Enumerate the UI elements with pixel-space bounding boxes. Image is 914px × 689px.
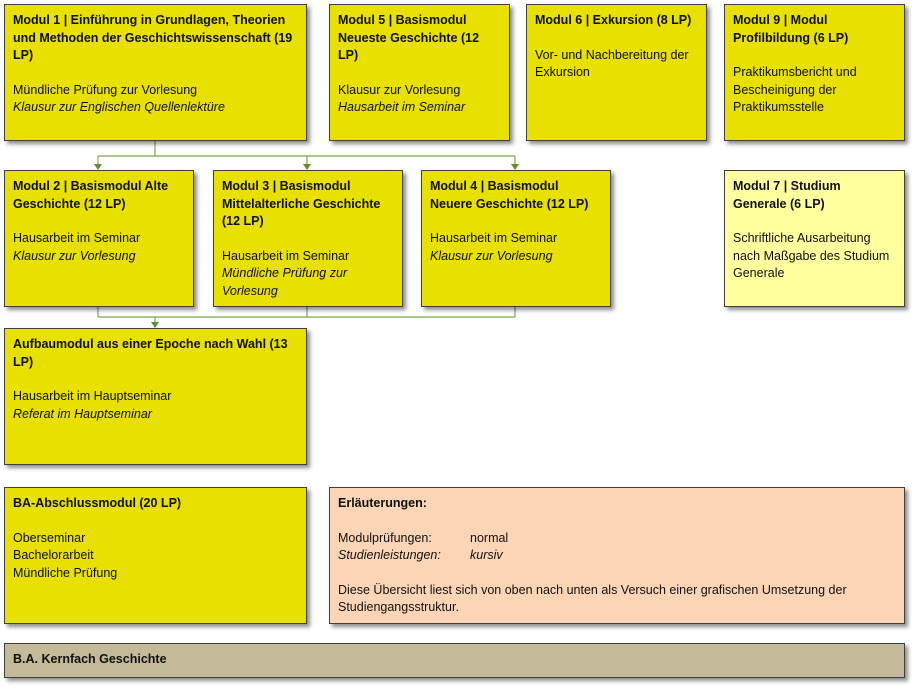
legend-key-modulpruefungen: Modulprüfungen: [338,530,432,545]
module-4-exam: Hausarbeit im Seminar [430,231,558,245]
module-3-exam: Hausarbeit im Seminar [222,248,350,263]
module-5-title: Modul 5 | Basismodul Neueste Geschichte … [338,13,480,62]
module-5-box: Modul 5 | Basismodul Neueste Geschichte … [329,4,510,141]
ba-abschlussmodul-box: BA-Abschlussmodul (20 LP) Oberseminar Ba… [4,487,307,624]
module-6-box: Modul 6 | Exkursion (8 LP) Vor- und Nach… [526,4,707,141]
module-1-title: Modul 1 | Einführung in Grundlagen, Theo… [13,13,293,62]
aufbaumodul-title: Aufbaumodul aus einer Epoche nach Wahl (… [13,337,288,369]
arrowhead-m3 [303,164,311,170]
module-3-coursework: Mündliche Prüfung zur Vorlesung [222,266,348,298]
arrowhead-aufbau [151,322,159,328]
aufbaumodul-box: Aufbaumodul aus einer Epoche nach Wahl (… [4,328,307,465]
ba-abschlussmodul-title: BA-Abschlussmodul (20 LP) [13,496,182,510]
module-1-coursework: Klausur zur Englischen Quellenlektüre [13,100,225,114]
module-1-exam: Mündliche Prüfung zur Vorlesung [13,82,198,97]
module-3-box: Modul 3 | Basismodul Mittelalterliche Ge… [213,170,403,307]
module-6-title: Modul 6 | Exkursion (8 LP) [535,13,692,27]
legend-note: Diese Übersicht liest sich von oben nach… [338,582,847,615]
legend-row-studienleistungen: Studienleistungen: kursiv [338,547,896,565]
module-9-exam: Praktikumsbericht und Bescheinigung der … [733,65,857,114]
aufbaumodul-coursework: Referat im Hauptseminar [13,406,152,421]
ba-item-muendliche-pruefung: Mündliche Prüfung [13,565,118,580]
module-4-box: Modul 4 | Basismodul Neuere Geschichte (… [421,170,611,307]
arrowhead-m4 [511,164,519,170]
module-9-box: Modul 9 | Modul Profilbildung (6 LP) Pra… [724,4,905,141]
module-2-exam: Hausarbeit im Seminar [13,231,141,245]
legend-key-studienleistungen: Studienleistungen: [338,548,441,562]
footer-title: B.A. Kernfach Geschichte [13,652,167,666]
module-2-coursework: Klausur zur Vorlesung [13,248,136,263]
legend-box: Erläuterungen: Modulprüfungen: normal St… [329,487,905,624]
aufbaumodul-exam: Hausarbeit im Hauptseminar [13,389,172,403]
module-6-exam: Vor- und Nachbereitung der Exkursion [535,47,689,80]
module-3-title: Modul 3 | Basismodul Mittelalterliche Ge… [222,179,381,228]
footer-bar: B.A. Kernfach Geschichte [4,643,905,678]
legend-title: Erläuterungen: [338,496,427,510]
module-5-coursework: Hausarbeit im Seminar [338,100,466,114]
module-1-box: Modul 1 | Einführung in Grundlagen, Theo… [4,4,307,141]
legend-val-normal: normal [470,530,509,545]
ba-item-oberseminar: Oberseminar [13,530,86,545]
module-4-title: Modul 4 | Basismodul Neuere Geschichte (… [430,179,589,211]
module-9-title: Modul 9 | Modul Profilbildung (6 LP) [733,13,849,45]
module-7-exam: Schriftliche Ausarbeitung nach Maßgabe d… [733,231,890,280]
ba-item-bachelorarbeit: Bachelorarbeit [13,548,94,562]
module-2-title: Modul 2 | Basismodul Alte Geschichte (12… [13,179,169,211]
module-2-box: Modul 2 | Basismodul Alte Geschichte (12… [4,170,194,307]
legend-val-kursiv: kursiv [470,548,503,562]
arrowhead-m2 [94,164,102,170]
legend-row-modulpruefungen: Modulprüfungen: normal [338,530,896,548]
module-7-title: Modul 7 | Studium Generale (6 LP) [733,179,841,211]
module-7-box: Modul 7 | Studium Generale (6 LP) Schrif… [724,170,905,307]
module-5-exam: Klausur zur Vorlesung [338,82,461,97]
module-4-coursework: Klausur zur Vorlesung [430,248,553,263]
